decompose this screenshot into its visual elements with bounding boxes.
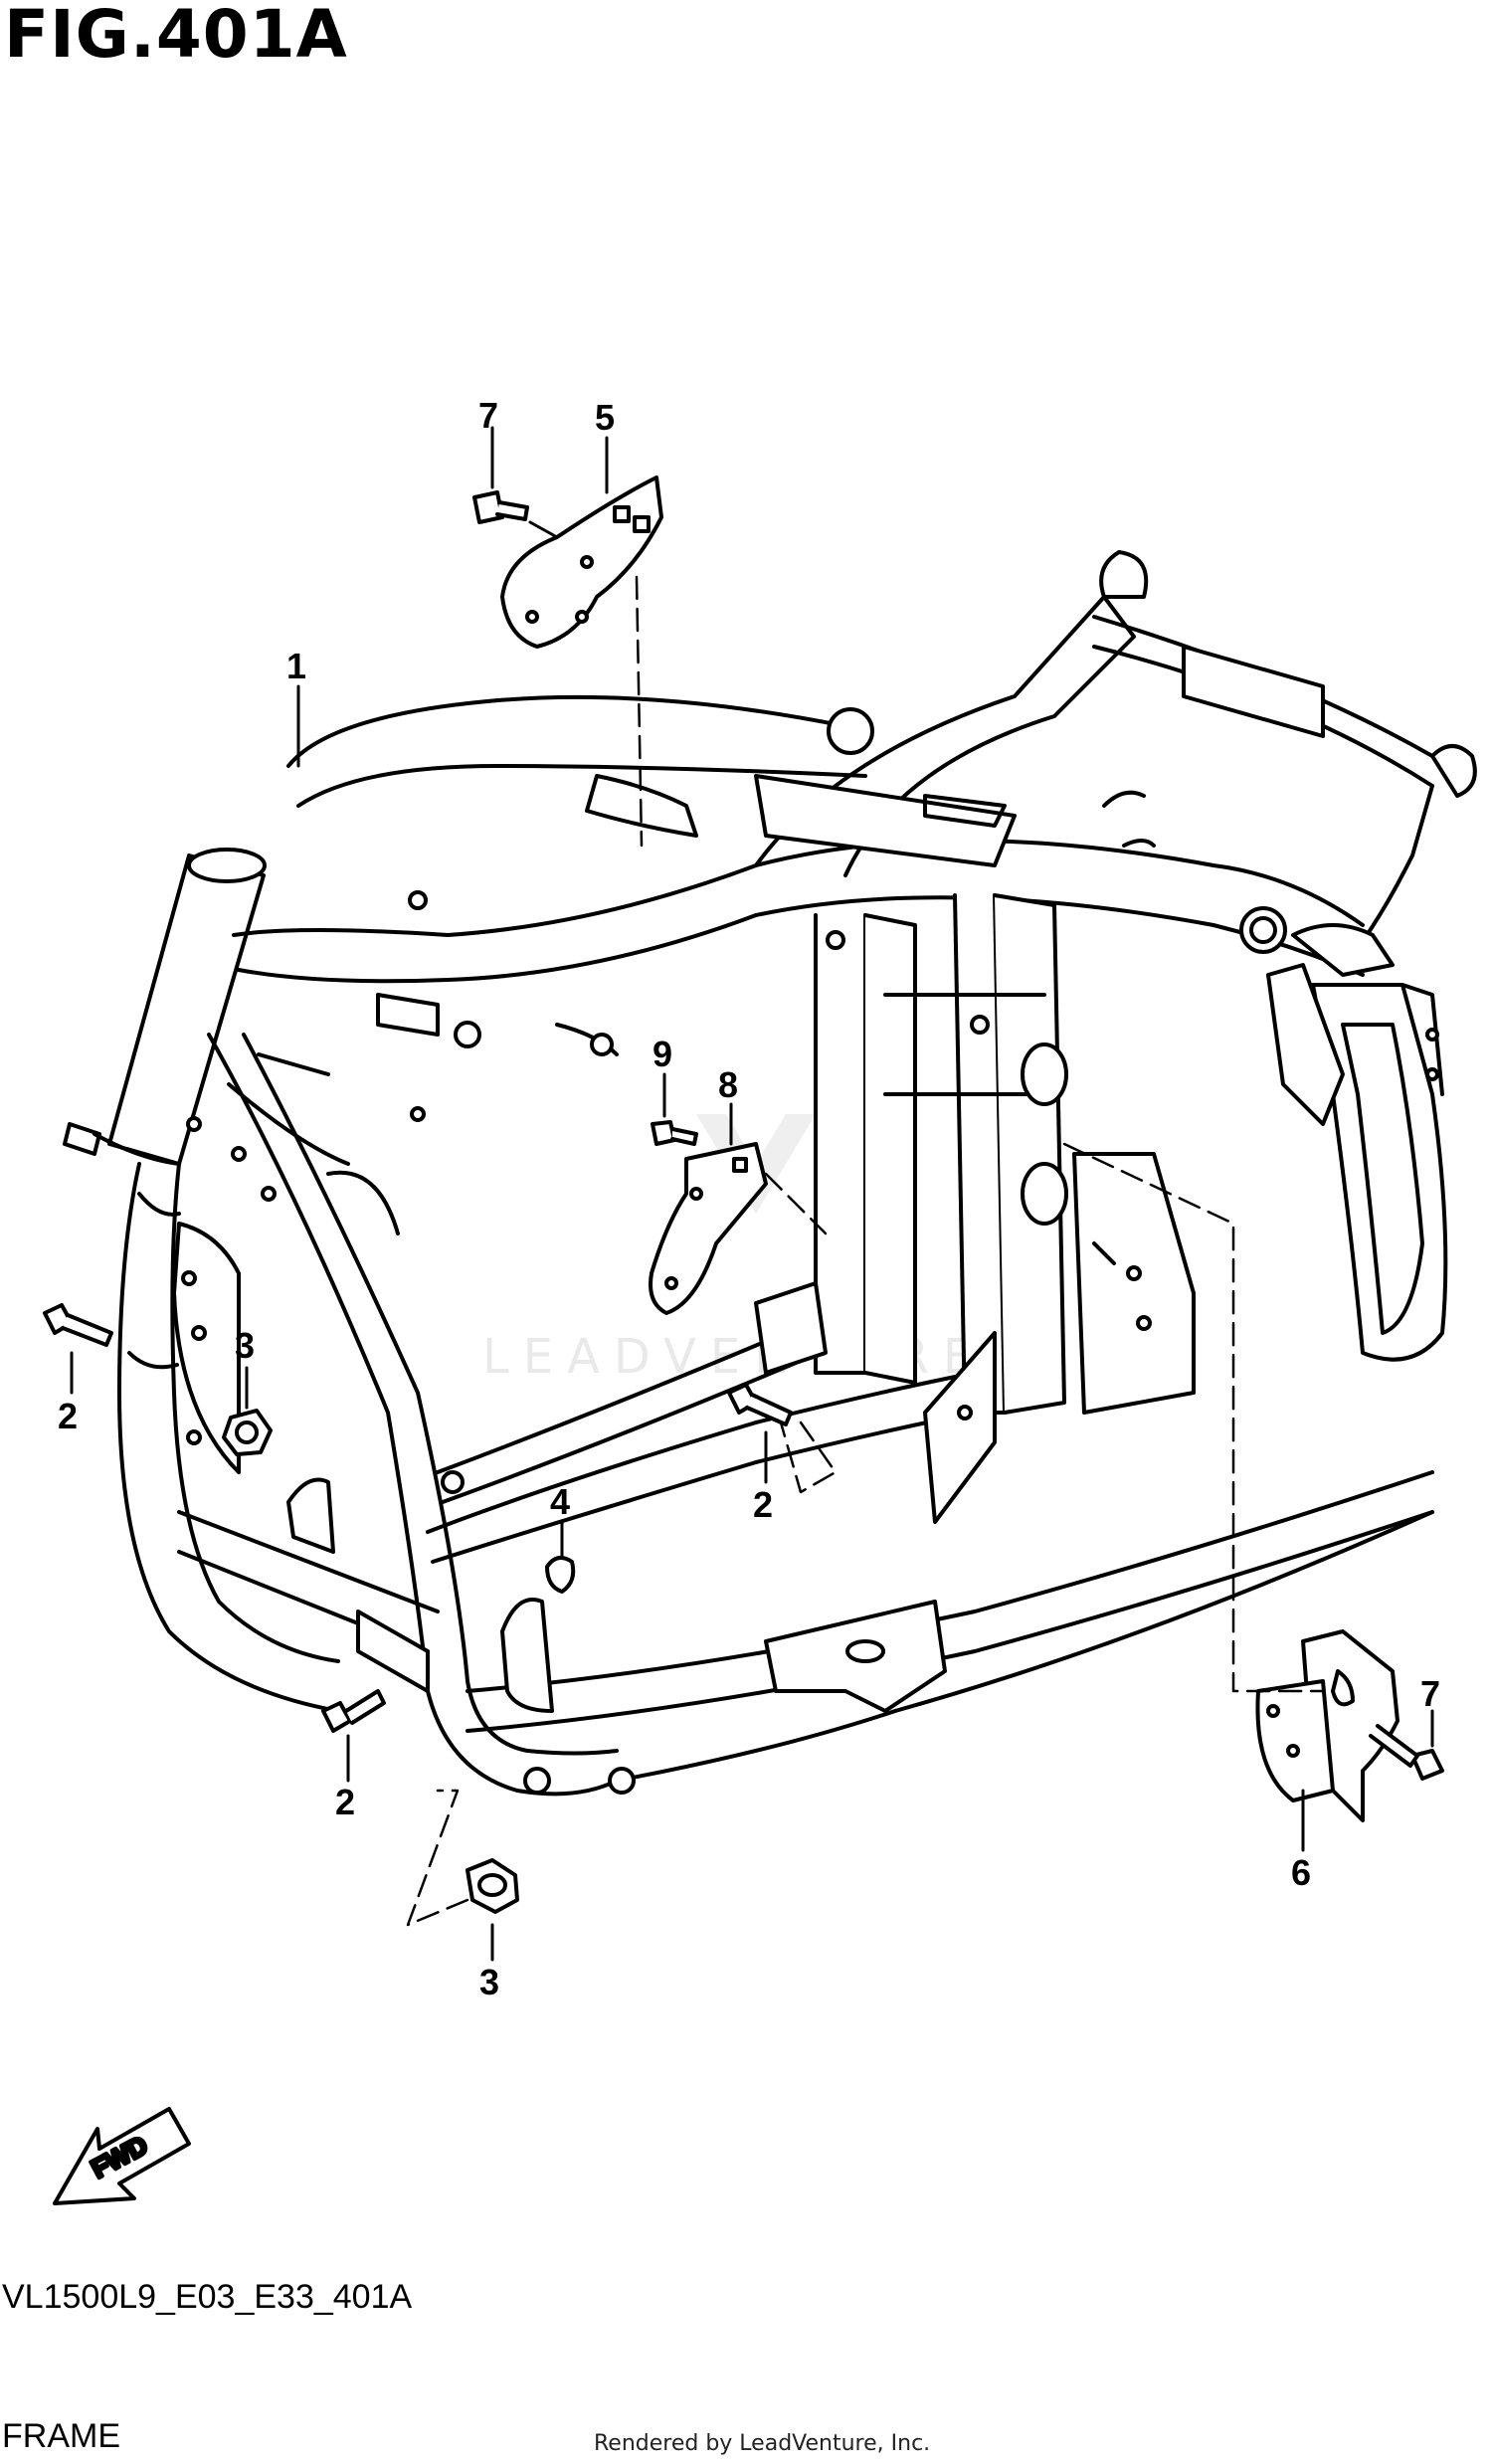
bracket-lower xyxy=(1062,1142,1399,1852)
bolt-left xyxy=(43,1303,113,1395)
nut-left xyxy=(222,1366,273,1456)
callout-4: 4 xyxy=(550,1481,570,1522)
fwd-arrow-icon: FWD xyxy=(53,2107,191,2205)
callout-2-center: 2 xyxy=(753,1484,773,1525)
bolt-lower xyxy=(321,1689,386,1783)
callout-5: 5 xyxy=(595,397,615,438)
frame-main xyxy=(63,550,1477,1797)
callout-9: 9 xyxy=(653,1034,672,1074)
callout-2-left: 2 xyxy=(58,1396,78,1436)
callout-3-lower: 3 xyxy=(479,1962,499,2002)
bracket-upper xyxy=(500,436,663,848)
callout-7-upper: 7 xyxy=(478,395,498,436)
bolt-small-lower xyxy=(1369,1709,1444,1781)
callout-1: 1 xyxy=(286,646,306,686)
bracket-center xyxy=(649,1102,828,1315)
plug xyxy=(545,1520,576,1594)
figure-title: FIG.401A xyxy=(4,0,348,73)
callout-2-lower: 2 xyxy=(335,1782,355,1822)
nut-lower xyxy=(406,1789,519,1962)
callout-6: 6 xyxy=(1291,1852,1311,1893)
callout-labels: 1 2 2 2 3 3 4 5 6 7 7 8 9 xyxy=(58,395,1440,2002)
callout-7-lower: 7 xyxy=(1420,1673,1440,1714)
bolt-small xyxy=(472,426,559,539)
bolt-center xyxy=(651,1072,698,1146)
callout-3-left: 3 xyxy=(235,1325,255,1366)
model-code: VL1500L9_E03_E33_401A xyxy=(2,2278,413,2316)
bolt-center-lower xyxy=(727,1383,838,1494)
section-name: FRAME xyxy=(2,2417,120,2455)
callout-8: 8 xyxy=(718,1064,738,1105)
render-credit: Rendered by LeadVenture, Inc. xyxy=(594,2431,931,2456)
